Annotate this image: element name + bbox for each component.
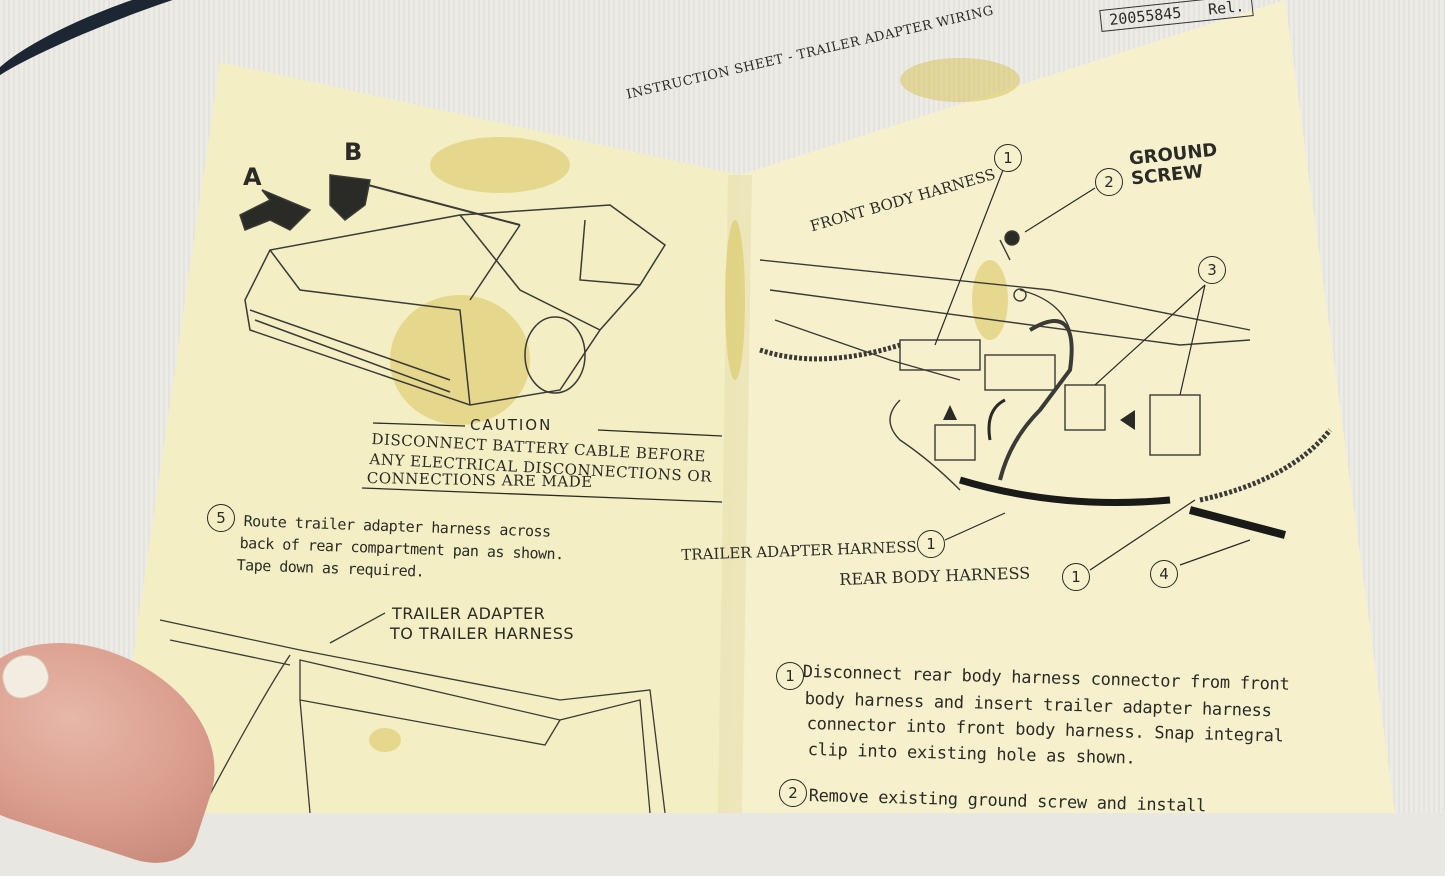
- label-a: A: [243, 163, 262, 191]
- car-drawing: [239, 174, 667, 406]
- callout-number: 1: [1062, 563, 1090, 591]
- right-page: [728, 0, 1395, 813]
- doc-rel: Rel.: [1207, 0, 1246, 19]
- callout-number: 1: [994, 144, 1022, 172]
- step-number: 1: [776, 662, 804, 690]
- wiring-drawing: [759, 230, 1332, 539]
- leader-lines: [934, 169, 1251, 571]
- arrows: [943, 398, 1135, 441]
- stains: [369, 58, 1020, 752]
- callout-number: 1: [917, 530, 945, 558]
- trunk-drawing: [159, 612, 666, 813]
- caution-heading: CAUTION: [470, 416, 553, 434]
- step-number: 2: [779, 779, 807, 807]
- callout-number: 4: [1150, 560, 1178, 588]
- paper-illustration: [110, 0, 1395, 813]
- label-b: B: [344, 138, 363, 166]
- callout-trailer-adapter: TRAILER ADAPTER: [392, 604, 546, 623]
- caution-rules: [361, 422, 723, 503]
- callout-number: 3: [1198, 256, 1226, 284]
- instruction-sheet: 20055845 Rel. INSTRUCTION SHEET - TRAILE…: [110, 0, 1395, 816]
- step-number: 5: [207, 504, 235, 532]
- callout-number: 2: [1095, 168, 1123, 196]
- callout-trailer-harness: TO TRAILER HARNESS: [390, 624, 575, 643]
